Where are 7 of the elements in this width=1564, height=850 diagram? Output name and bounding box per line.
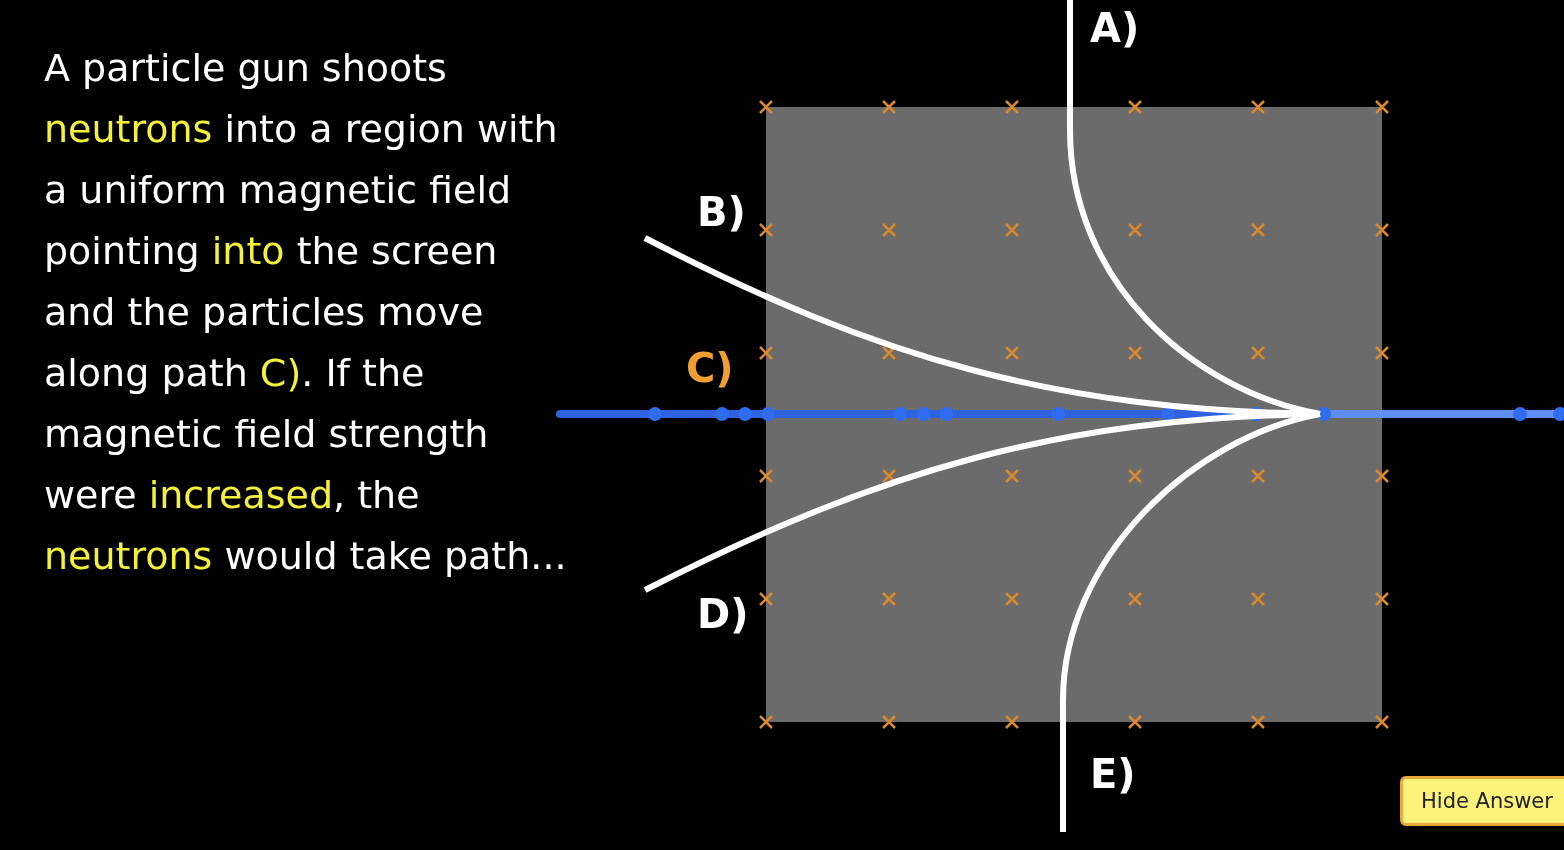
hide-answer-button: Hide Answer: [1400, 776, 1564, 826]
path-label: E): [1090, 752, 1136, 796]
path-label: A): [1090, 6, 1140, 50]
question-text: A particle gun shoots neutrons into a region with a uniform magnetic field pointing into the screen and the particles move along path C). If the magnetic field strength were increased, the neutrons would take path...: [44, 45, 568, 580]
path-label: B): [697, 190, 746, 234]
path-label: C): [686, 346, 734, 390]
path-label: D): [697, 592, 749, 636]
